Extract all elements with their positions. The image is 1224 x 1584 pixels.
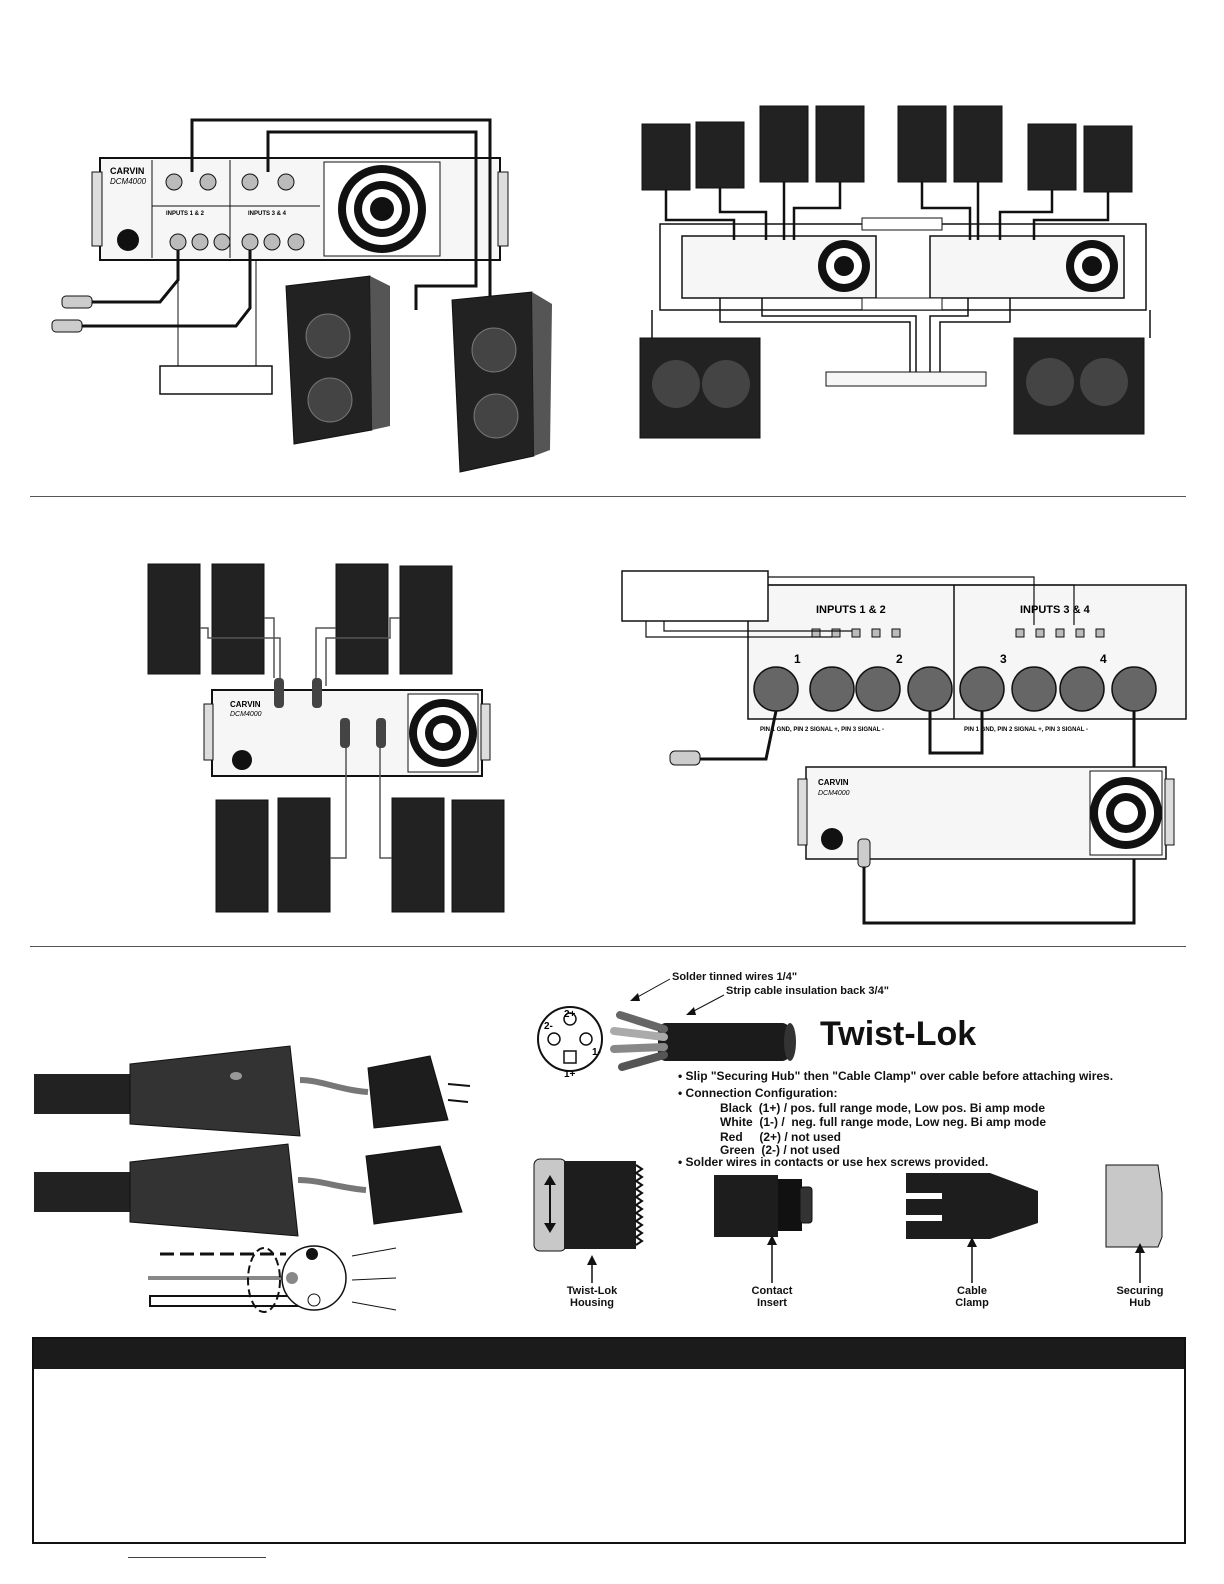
twistlok-annotation-solder: Solder tinned wires 1/4" bbox=[672, 971, 798, 983]
closeup-amp-brand: CARVIN bbox=[818, 778, 849, 787]
footer-link-underline[interactable] bbox=[128, 1557, 266, 1558]
twistlok-config-red: Red (2+) / not used bbox=[720, 1130, 842, 1144]
part-label-cable-clamp: Cable Clamp bbox=[932, 1285, 1012, 1309]
part-clamp-line1: Cable bbox=[957, 1285, 987, 1297]
section-divider-2 bbox=[30, 946, 1186, 947]
twistlok-title: Twist-Lok bbox=[820, 1015, 977, 1053]
twistlok-config-black: Black (1+) / pos. full range mode, Low p… bbox=[720, 1101, 1046, 1115]
part-housing-line2: Housing bbox=[570, 1297, 614, 1309]
closeup-label-box bbox=[621, 570, 769, 622]
part-clamp-line2: Clamp bbox=[955, 1297, 989, 1309]
section-divider-1 bbox=[30, 496, 1186, 497]
twistlok-config-white: White (1-) / neg. full range mode, Low n… bbox=[720, 1115, 1047, 1129]
pin-label-1minus: 1- bbox=[592, 1047, 601, 1058]
parallel-setup-drawing: CARVIN DCM4000 bbox=[147, 563, 505, 913]
part-label-housing: Twist-Lok Housing bbox=[552, 1285, 632, 1309]
closeup-amp-model: DCM4000 bbox=[818, 790, 850, 797]
twistlok-bullet-slip: • Slip "Securing Hub" then "Cable Clamp"… bbox=[678, 1069, 1114, 1083]
amp-model-label: DCM4000 bbox=[110, 177, 147, 186]
diagram-xlr-connectors bbox=[30, 1040, 480, 1320]
closeup-pin-legend-12: PIN 1 GND, PIN 2 SIGNAL +, PIN 3 SIGNAL … bbox=[760, 727, 884, 733]
part-housing-line1: Twist-Lok bbox=[566, 1285, 618, 1297]
part-hub-line1: Securing bbox=[1116, 1285, 1164, 1297]
diagram-twistlok: 2+ 2- 1- 1+ bbox=[530, 965, 1190, 1310]
stereo-setup-drawing: CARVIN DCM4000 INPUTS 1 & 2 INPUTS 3 & 4 bbox=[51, 118, 552, 473]
amp-brand-label: CARVIN bbox=[110, 166, 144, 176]
pin-label-1plus: 1+ bbox=[564, 1069, 576, 1080]
twistlok-bullet-solder: • Solder wires in contacts or use hex sc… bbox=[678, 1155, 989, 1169]
closeup-ch1: 1 bbox=[794, 652, 801, 666]
diagram-input-closeup: INPUTS 1 & 2 INPUTS 3 & 4 1 2 3 4 PIN 1 … bbox=[620, 555, 1190, 925]
xlr-drawing bbox=[34, 1045, 471, 1313]
closeup-pin-legend-34: PIN 1 GND, PIN 2 SIGNAL +, PIN 3 SIGNAL … bbox=[964, 727, 1088, 733]
stereo-label-box bbox=[159, 365, 273, 395]
twistlok-drawing: 2+ 2- 1- 1+ bbox=[533, 978, 1163, 1283]
closeup-inputs-12: INPUTS 1 & 2 bbox=[816, 604, 886, 616]
biamp-setup-drawing bbox=[639, 105, 1151, 439]
twistlok-annotation-strip: Strip cable insulation back 3/4" bbox=[726, 985, 889, 997]
part-contact-line1: Contact bbox=[751, 1285, 793, 1297]
notes-box bbox=[32, 1337, 1186, 1544]
part-contact-line2: Insert bbox=[757, 1297, 787, 1309]
parallel-amp-brand: CARVIN bbox=[230, 700, 261, 709]
amp-inputs-34-label: INPUTS 3 & 4 bbox=[248, 211, 287, 217]
diagram-stereo-setup: CARVIN DCM4000 INPUTS 1 & 2 INPUTS 3 & 4 bbox=[40, 100, 560, 480]
pin-label-2plus: 2+ bbox=[564, 1009, 576, 1020]
notes-header-bar bbox=[34, 1339, 1184, 1369]
input-closeup-drawing: INPUTS 1 & 2 INPUTS 3 & 4 1 2 3 4 PIN 1 … bbox=[621, 570, 1187, 925]
closeup-ch3: 3 bbox=[1000, 652, 1007, 666]
closeup-inputs-34: INPUTS 3 & 4 bbox=[1020, 604, 1091, 616]
twistlok-bullet-config: • Connection Configuration: bbox=[678, 1086, 838, 1100]
closeup-ch4: 4 bbox=[1100, 652, 1107, 666]
part-label-contact-insert: Contact Insert bbox=[732, 1285, 812, 1309]
parallel-amp-model: DCM4000 bbox=[230, 711, 262, 718]
part-hub-line2: Hub bbox=[1129, 1297, 1151, 1309]
part-label-securing-hub: Securing Hub bbox=[1100, 1285, 1180, 1309]
amp-inputs-12-label: INPUTS 1 & 2 bbox=[166, 211, 205, 217]
closeup-ch2: 2 bbox=[896, 652, 903, 666]
diagram-parallel-setup: CARVIN DCM4000 bbox=[140, 558, 540, 918]
twistlok-config-green: Green (2-) / not used bbox=[720, 1143, 841, 1157]
diagram-biamp-setup bbox=[630, 100, 1170, 445]
pin-label-2minus: 2- bbox=[544, 1021, 553, 1032]
